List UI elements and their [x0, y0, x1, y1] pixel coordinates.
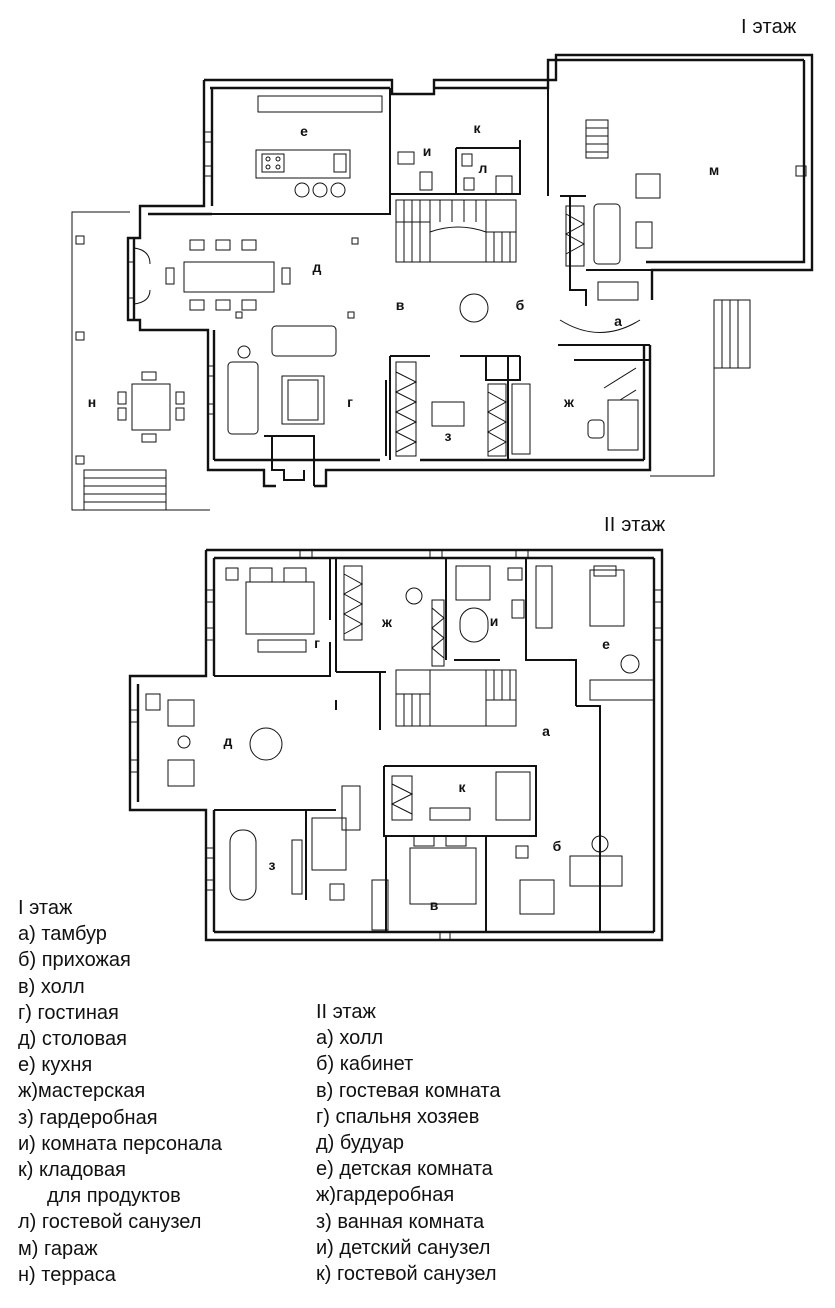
legend-floor2-item: е) детская комната	[316, 1158, 493, 1181]
floor1-windows	[127, 95, 807, 415]
legend-floor1-item: з) гардеробная	[18, 1106, 158, 1129]
floor1-room-label: ж	[563, 394, 575, 410]
floor2-room-label: г	[314, 635, 320, 651]
floor2-interior-walls	[214, 558, 601, 932]
legend-floor1-item: б) прихожая	[18, 949, 131, 972]
floor1-room-labels: а б в г д е ж з и к л м н	[88, 120, 719, 444]
floor1-room-label: н	[88, 394, 96, 410]
garage-furniture	[559, 173, 661, 333]
legend-floor2-item: г) спальня хозяев	[316, 1105, 480, 1128]
floor1-room-label: в	[396, 297, 405, 313]
floor2-furniture	[145, 565, 655, 931]
floor1-plan: а б в г д е ж з и к л м н	[71, 53, 814, 511]
floor1-room-label: и	[423, 143, 432, 159]
legend-floor2-item: и) детский санузел	[316, 1236, 491, 1259]
floor2-room-label: д	[224, 733, 233, 749]
floor2-room-label: к	[458, 779, 466, 795]
floor2-room-label: и	[490, 613, 499, 629]
terrace	[71, 211, 210, 511]
floor1-interior-walls	[212, 88, 653, 486]
floor1-walls	[126, 53, 814, 488]
floor2-room-labels: а б в г д е ж з и к	[224, 613, 611, 913]
legend-floor1-item: г) гостиная	[18, 1001, 119, 1024]
staff-pantry	[397, 151, 513, 195]
legend-floor2-item: в) гостевая комната	[316, 1079, 501, 1102]
floor2-room-label: а	[542, 723, 550, 739]
legend-floor1-item: ж)мастерская	[18, 1080, 146, 1103]
kitchen-furniture	[255, 149, 351, 198]
floor1-room-label: е	[300, 123, 308, 139]
garage-stairs	[585, 119, 751, 477]
legend-floor1-item: н) терраса	[18, 1263, 116, 1286]
floor1-room-label: д	[313, 259, 322, 275]
wardrobe-workshop	[394, 205, 639, 457]
floor2-room-label: в	[430, 897, 439, 913]
legend-floor1-item: и) комната персонала	[18, 1132, 222, 1155]
floor2-windows	[129, 549, 663, 941]
terrace-furniture	[117, 371, 185, 443]
legend-floor2-item: ж)гардеробная	[316, 1184, 455, 1207]
floor1-room-label: г	[347, 394, 353, 410]
floor2-stairs	[395, 669, 517, 727]
legend-floor2-item: д) будуар	[316, 1132, 404, 1155]
legend-floor1-item: к) кладовая	[18, 1159, 126, 1182]
floor1-title: I этаж	[741, 16, 797, 38]
legend-floor1-item: д) столовая	[18, 1028, 127, 1051]
floor2-room-label: е	[602, 636, 610, 652]
dining-furniture	[133, 237, 359, 319]
legend-floor2-item: з) ванная комната	[316, 1210, 485, 1233]
floor2-walls	[128, 548, 664, 942]
floor1-room-label: б	[516, 297, 525, 313]
floor2-room-label: б	[553, 838, 562, 854]
floor1-room-label: м	[709, 162, 719, 178]
legend-floor2-title: II этаж	[316, 1001, 376, 1023]
legend-floor1-item: а) тамбур	[18, 923, 107, 946]
legend-floor1-item: в) холл	[18, 975, 85, 998]
legend-floor2-item: б) кабинет	[316, 1053, 414, 1076]
floor2-plan: а б в г д е ж з и к	[128, 548, 664, 942]
floor1-room-label: к	[473, 120, 481, 136]
legend-floor1-item: м) гараж	[18, 1237, 98, 1260]
legend-floor1-title: I этаж	[18, 897, 73, 919]
floor1-stairs	[395, 199, 517, 263]
living-furniture	[227, 293, 489, 435]
legend-floor1-item: л) гостевой санузел	[18, 1211, 202, 1234]
legend-floor2: II этаж а) холл б) кабинет в) гостевая к…	[316, 999, 500, 1287]
legend-floor2-item: к) гостевой санузел	[316, 1263, 497, 1286]
floor2-room-label: з	[269, 857, 276, 873]
legend-floor2-item: а) холл	[316, 1027, 384, 1050]
floor2-title: II этаж	[604, 514, 666, 536]
legend-floor1-item-continuation: для продуктов	[47, 1185, 181, 1208]
legend-floor1: I этаж а) тамбур б) прихожая в) холл г) …	[18, 895, 222, 1288]
floor1-room-label: а	[614, 313, 622, 329]
floor1-room-label: л	[479, 160, 488, 176]
legend-floor1-item: е) кухня	[18, 1054, 93, 1077]
floor1-room-label: з	[445, 428, 452, 444]
floor2-room-label: ж	[381, 614, 393, 630]
